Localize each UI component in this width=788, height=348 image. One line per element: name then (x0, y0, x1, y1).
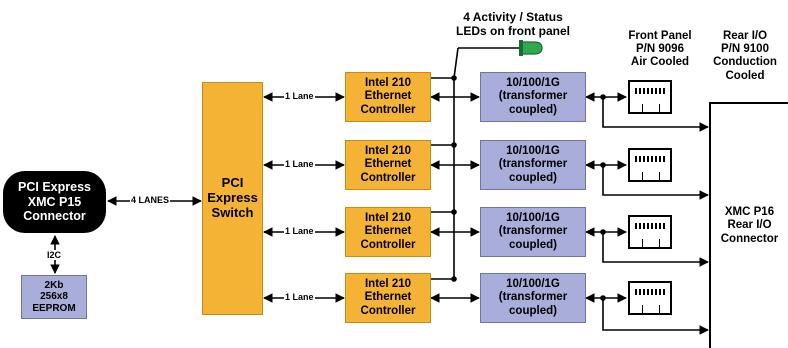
phy-transformer-3: 10/100/1G (transformer coupled) (480, 207, 586, 257)
pci-line2: XMC P15 (27, 194, 82, 209)
phy-line1: 10/100/1G (506, 77, 560, 90)
pci-line1: PCI Express (18, 180, 91, 195)
front-panel-line2: P/N 9096 (636, 43, 684, 56)
eeprom-line3: EEPROM (32, 302, 76, 314)
switch-line1: PCI (221, 175, 244, 191)
xmc-p16-rear-io-connector: XMC P16 Rear I/O Connector (709, 102, 788, 348)
rj45-jack-icon (628, 148, 672, 182)
controller-line3: Controller (360, 171, 416, 184)
phy-line3: coupled) (509, 103, 557, 116)
phy-transformer-2: 10/100/1G (transformer coupled) (480, 140, 586, 190)
lane1-label-1: 1 Lane (284, 91, 315, 101)
leds-line2: LEDs on front panel (456, 23, 570, 38)
switch-line2: Express (207, 190, 258, 206)
eeprom-line1: 2Kb (44, 279, 64, 291)
xmc-line3: Connector (720, 232, 779, 245)
phy-line3: coupled) (509, 238, 557, 251)
controller-line2: Ethernet (364, 291, 412, 304)
rj45-jack-icon (628, 215, 672, 249)
rear-io-line2: P/N 9100 (721, 43, 769, 56)
rj45-jack-icon (628, 80, 672, 114)
ethernet-controller-2: Intel 210 Ethernet Controller (345, 140, 431, 190)
controller-line1: Intel 210 (364, 212, 412, 225)
phy-transformer-1: 10/100/1G (transformer coupled) (480, 72, 586, 122)
controller-line1: Intel 210 (364, 278, 412, 291)
controller-line2: Ethernet (364, 90, 412, 103)
phy-line2: (transformer (498, 225, 568, 238)
eeprom-line2: 256x8 (40, 291, 68, 303)
rear-io-line3: Conduction (713, 56, 777, 69)
phy-line2: (transformer (498, 158, 568, 171)
controller-line1: Intel 210 (364, 77, 412, 90)
switch-line3: Switch (211, 204, 254, 220)
phy-line2: (transformer (498, 90, 568, 103)
pci-line3: Connector (23, 209, 86, 224)
led-icon (519, 40, 543, 56)
pci-express-switch: PCI Express Switch (202, 82, 263, 315)
rear-io-line1: Rear I/O (722, 30, 768, 42)
ethernet-controller-1: Intel 210 Ethernet Controller (345, 72, 431, 122)
phy-line1: 10/100/1G (506, 212, 560, 225)
leds-line1: 4 Activity / Status (463, 10, 563, 24)
rj45-jack-icon (628, 281, 672, 315)
front-panel-caption: Front Panel P/N 9096 Air Cooled (620, 30, 700, 70)
leds-caption: 4 Activity / Status LEDs on front panel (448, 10, 578, 39)
phy-line3: coupled) (509, 304, 557, 317)
ethernet-controller-4: Intel 210 Ethernet Controller (345, 273, 431, 323)
eeprom-box: 2Kb 256x8 EEPROM (21, 275, 87, 319)
controller-line1: Intel 210 (364, 145, 412, 158)
front-panel-line1: Front Panel (628, 30, 692, 42)
xmc-line2: Rear I/O (727, 219, 772, 232)
i2c-label: I2C (46, 250, 63, 260)
pci-express-xmc-p15-connector: PCI Express XMC P15 Connector (3, 171, 106, 233)
phy-line3: coupled) (509, 171, 557, 184)
lane1-label-2: 1 Lane (284, 159, 315, 169)
phy-line2: (transformer (498, 291, 568, 304)
ethernet-controller-3: Intel 210 Ethernet Controller (345, 207, 431, 257)
phy-line1: 10/100/1G (506, 145, 560, 158)
phy-line1: 10/100/1G (506, 278, 560, 291)
controller-line3: Controller (360, 304, 416, 317)
rear-io-line4: Cooled (725, 69, 765, 82)
controller-line3: Controller (360, 238, 416, 251)
controller-line2: Ethernet (364, 225, 412, 238)
controller-line2: Ethernet (364, 158, 412, 171)
controller-line3: Controller (360, 103, 416, 116)
lane1-label-3: 1 Lane (284, 226, 315, 236)
lanes4-label: 4 LANES (130, 195, 171, 205)
phy-transformer-4: 10/100/1G (transformer coupled) (480, 273, 586, 323)
front-panel-line3: Air Cooled (630, 56, 690, 69)
rear-io-caption: Rear I/O P/N 9100 Conduction Cooled (704, 30, 786, 83)
xmc-line1: XMC P16 (724, 206, 775, 219)
lane1-label-4: 1 Lane (284, 292, 315, 302)
